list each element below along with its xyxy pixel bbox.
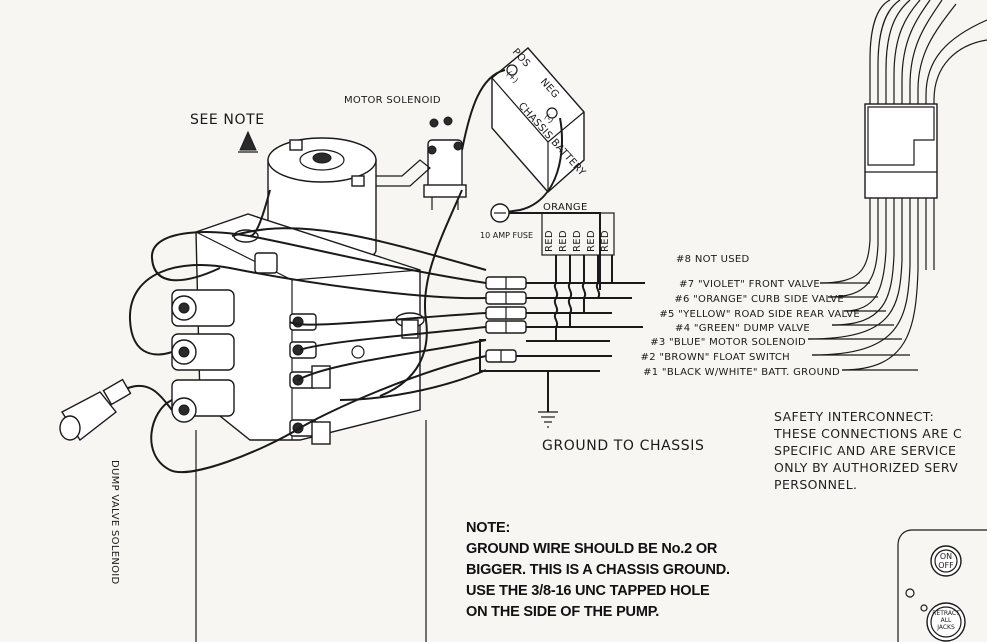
- red-wire-4-label: RED: [586, 230, 597, 252]
- note-line: USE THE 3/8-16 UNC TAPPED HOLE: [466, 583, 710, 599]
- control-panel: ON OFF RETRACT ALL JACKS: [897, 529, 987, 642]
- safety-line: ONLY BY AUTHORIZED SERV: [774, 460, 959, 475]
- safety-line: THESE CONNECTIONS ARE C: [774, 426, 963, 441]
- ground-wire-note: NOTE: GROUND WIRE SHOULD BE No.2 OR BIGG…: [466, 518, 796, 623]
- all-label: ALL: [941, 617, 952, 624]
- harness-connectors: [485, 276, 527, 363]
- wire-4-label: #4 "GREEN" DUMP VALVE: [675, 323, 810, 334]
- wire-3-label: #3 "BLUE" MOTOR SOLENOID: [650, 337, 806, 348]
- note-heading: NOTE:: [466, 520, 511, 536]
- red-wires: RED RED RED RED RED: [541, 212, 615, 341]
- dump-valve-solenoid: [59, 378, 173, 442]
- valve-stems: [289, 313, 331, 445]
- orange-label: ORANGE: [543, 202, 588, 213]
- wire-7-label: #7 "VIOLET" FRONT VALVE: [679, 279, 820, 290]
- see-note-arrow: [238, 130, 258, 153]
- safety-line: SAFETY INTERCONNECT:: [774, 409, 935, 424]
- fuse-label: 10 AMP FUSE: [480, 231, 533, 240]
- red-wire-5-label: RED: [600, 230, 611, 252]
- battery-pos-wire: [461, 69, 506, 151]
- note-line: BIGGER. THIS IS A CHASSIS GROUND.: [466, 562, 730, 578]
- motor-solenoid-label: MOTOR SOLENOID: [344, 95, 441, 106]
- wire-2-label: #2 "BROWN" FLOAT SWITCH: [641, 352, 790, 363]
- red-wire-3-label: RED: [572, 230, 583, 252]
- on-label: ON: [940, 552, 952, 561]
- see-note-label: SEE NOTE: [190, 112, 265, 128]
- dump-valve-solenoid-label: DUMP VALVE SOLENOID: [109, 460, 120, 585]
- safety-line: SPECIFIC AND ARE SERVICE: [774, 443, 957, 458]
- red-wire-2-label: RED: [558, 230, 569, 252]
- red-wire-1-label: RED: [544, 230, 555, 252]
- retract-label: RETRACT: [932, 610, 960, 617]
- battery-neg-wire: [505, 117, 563, 213]
- valve-coils: [171, 229, 278, 423]
- note-line: GROUND WIRE SHOULD BE No.2 OR: [466, 541, 718, 557]
- ground-to-chassis-label: GROUND TO CHASSIS: [542, 438, 704, 454]
- chassis-battery: POS NEG (+) (-) CHASSIS BATTERY: [491, 47, 588, 193]
- safety-interconnect-text: SAFETY INTERCONNECT: THESE CONNECTIONS A…: [774, 408, 984, 493]
- wire-5-label: #5 "YELLOW" ROAD SIDE REAR VALVE: [659, 309, 860, 320]
- not-used-label: #8 NOT USED: [676, 254, 750, 265]
- harness-wires: [128, 189, 487, 642]
- wire-bundle-right: [807, 0, 987, 371]
- off-label: OFF: [938, 561, 954, 570]
- jacks-label: JACKS: [936, 624, 955, 631]
- wire-1-label: #1 "BLACK W/WHITE" BATT. GROUND: [643, 367, 840, 378]
- wire-6-label: #6 "ORANGE" CURB SIDE VALVE: [674, 294, 844, 305]
- note-line: ON THE SIDE OF THE PUMP.: [466, 604, 660, 620]
- motor-solenoid: [423, 116, 467, 210]
- safety-line: PERSONNEL.: [774, 477, 858, 492]
- ground-symbol: [538, 371, 558, 428]
